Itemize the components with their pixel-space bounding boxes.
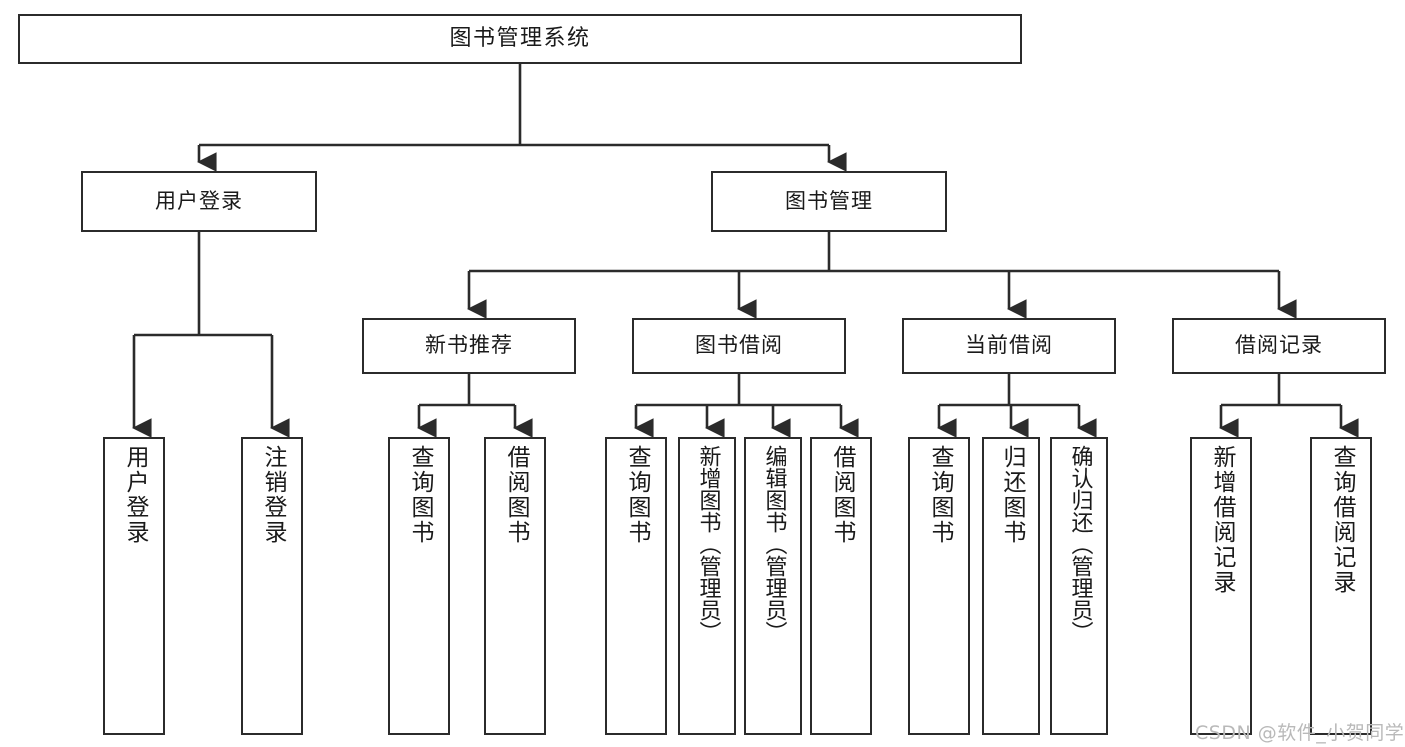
- node-leaf-edit-book[interactable]: 编辑图书（管理员）: [744, 437, 802, 735]
- node-leaf-borrow-book-1-label: 借阅图书: [502, 445, 529, 545]
- node-leaf-query-book-3-label: 查询图书: [926, 445, 953, 545]
- node-leaf-add-book[interactable]: 新增图书（管理员）: [678, 437, 736, 735]
- node-leaf-borrow-book-2-label: 借阅图书: [828, 445, 855, 545]
- node-leaf-add-book-label: 新增图书（管理员）: [695, 445, 721, 643]
- node-user-login[interactable]: 用户登录: [81, 171, 317, 232]
- node-current-borrow[interactable]: 当前借阅: [902, 318, 1116, 374]
- node-current-borrow-label: 当前借阅: [965, 333, 1053, 358]
- node-borrow-record[interactable]: 借阅记录: [1172, 318, 1386, 374]
- node-leaf-query-book-2-label: 查询图书: [623, 445, 650, 545]
- node-leaf-query-record[interactable]: 查询借阅记录: [1310, 437, 1372, 735]
- node-leaf-logout[interactable]: 注销登录: [241, 437, 303, 735]
- node-borrow-record-label: 借阅记录: [1235, 333, 1323, 358]
- node-leaf-query-record-label: 查询借阅记录: [1328, 445, 1355, 595]
- node-user-login-label: 用户登录: [155, 188, 243, 213]
- node-leaf-query-book-3[interactable]: 查询图书: [908, 437, 970, 735]
- node-leaf-return-book[interactable]: 归还图书: [982, 437, 1040, 735]
- node-leaf-query-book-2[interactable]: 查询图书: [605, 437, 667, 735]
- node-root-system[interactable]: 图书管理系统: [18, 14, 1022, 64]
- node-leaf-edit-book-label: 编辑图书（管理员）: [761, 445, 787, 643]
- node-leaf-user-login[interactable]: 用户登录: [103, 437, 165, 735]
- node-book-borrow[interactable]: 图书借阅: [632, 318, 846, 374]
- node-book-borrow-label: 图书借阅: [695, 333, 783, 358]
- node-leaf-user-login-label: 用户登录: [121, 445, 148, 545]
- node-book-manage[interactable]: 图书管理: [711, 171, 947, 232]
- node-leaf-confirm-return[interactable]: 确认归还（管理员）: [1050, 437, 1108, 735]
- node-leaf-add-record-label: 新增借阅记录: [1208, 445, 1235, 595]
- node-leaf-query-book-1[interactable]: 查询图书: [388, 437, 450, 735]
- node-leaf-borrow-book-2[interactable]: 借阅图书: [810, 437, 872, 735]
- node-leaf-logout-label: 注销登录: [259, 445, 286, 545]
- csdn-watermark: CSDN @软件_小贺同学: [1195, 722, 1405, 744]
- node-new-book-recommend-label: 新书推荐: [425, 333, 513, 358]
- node-leaf-add-record[interactable]: 新增借阅记录: [1190, 437, 1252, 735]
- node-book-manage-label: 图书管理: [785, 188, 873, 213]
- node-leaf-return-book-label: 归还图书: [998, 445, 1025, 545]
- node-leaf-confirm-return-label: 确认归还（管理员）: [1067, 445, 1093, 643]
- node-root-system-label: 图书管理系统: [449, 25, 591, 51]
- node-leaf-query-book-1-label: 查询图书: [406, 445, 433, 545]
- node-new-book-recommend[interactable]: 新书推荐: [362, 318, 576, 374]
- node-leaf-borrow-book-1[interactable]: 借阅图书: [484, 437, 546, 735]
